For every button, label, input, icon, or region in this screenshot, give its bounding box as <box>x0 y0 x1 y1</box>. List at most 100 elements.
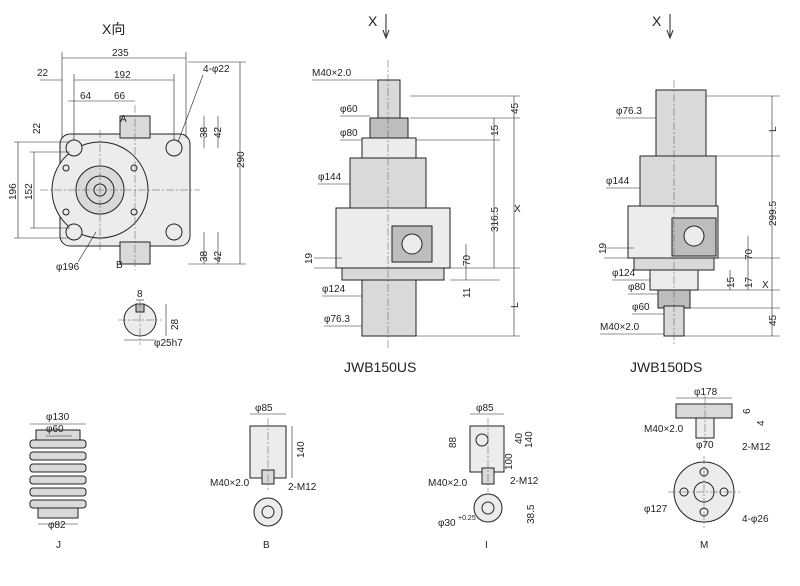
shaft-end-view: 8 28 φ25h7 <box>118 289 183 349</box>
detail-m: φ178 6 4 M40×2.0 φ70 2-M12 φ127 4-φ26 M <box>644 387 771 551</box>
i-phi30: φ30 <box>438 518 456 529</box>
us-model: JWB150US <box>344 359 416 375</box>
b-m12: 2-M12 <box>288 482 317 493</box>
i-block <box>469 425 505 473</box>
dim-64: 64 <box>80 91 92 102</box>
ds-17: 17 <box>744 276 755 288</box>
ds-19: 19 <box>598 242 609 254</box>
j-phi60: φ60 <box>46 424 64 435</box>
us-x: X <box>514 204 521 215</box>
ds-tube <box>655 89 707 157</box>
ds-70: 70 <box>744 248 755 260</box>
ds-299: 299.5 <box>768 201 779 226</box>
detail-i: φ85 88 100 40 140 M40×2.0 2-M12 φ30 +0.2… <box>428 403 539 551</box>
m-m40: M40×2.0 <box>644 424 684 435</box>
dim-38-bottom: 38 <box>199 250 210 262</box>
i-88: 88 <box>448 436 459 448</box>
m-4: 4 <box>756 420 767 426</box>
m-label: M <box>700 540 708 551</box>
dim-28: 28 <box>170 318 181 330</box>
us-lower-tube <box>361 279 417 337</box>
us-phi76: φ76.3 <box>324 314 350 325</box>
us-thread-rod <box>377 79 401 121</box>
dim-192: 192 <box>114 70 131 81</box>
ds-model: JWB150DS <box>630 359 702 375</box>
b-m40: M40×2.0 <box>210 478 250 489</box>
dim-290: 290 <box>236 151 247 168</box>
ds-phi124: φ124 <box>612 268 636 279</box>
m-m12: 2-M12 <box>742 442 771 453</box>
dim-phi196: φ196 <box>56 262 80 273</box>
detail-j: φ130 φ60 φ82 J <box>29 412 87 551</box>
ds-l: L <box>768 126 779 132</box>
us-45: 45 <box>510 102 521 114</box>
us-316: 316.5 <box>490 207 501 232</box>
us-input-shaft <box>401 233 423 255</box>
i-tol: +0.25 <box>458 515 476 522</box>
us-nut <box>369 117 409 141</box>
ds-view: X φ76.3 φ144 φ124 φ80 φ60 M40×2.0 L <box>598 13 780 375</box>
dim-42-top: 42 <box>213 126 224 138</box>
mount-hole-bl <box>65 223 83 241</box>
b-end-circle <box>253 497 283 527</box>
i-100: 100 <box>504 453 515 470</box>
dim-42-bottom: 42 <box>213 250 224 262</box>
dim-196-v: 196 <box>8 183 19 200</box>
i-m40: M40×2.0 <box>428 478 468 489</box>
dim-235: 235 <box>112 48 129 59</box>
ds-phi144: φ144 <box>606 176 630 187</box>
i-40: 40 <box>514 432 525 444</box>
bolt-hole <box>130 208 138 216</box>
i-385: 38.5 <box>526 504 537 524</box>
top-view: X向 235 192 22 64 66 4-φ22 <box>8 21 247 273</box>
us-arrow-label: X <box>368 13 378 29</box>
j-bottom-ring <box>37 507 79 519</box>
m-6: 6 <box>742 408 753 414</box>
ds-phi60: φ60 <box>632 302 650 313</box>
dim-38-top: 38 <box>199 126 210 138</box>
us-base-plate <box>341 267 445 281</box>
us-l: L <box>510 302 521 308</box>
ds-phi76: φ76.3 <box>616 106 642 117</box>
mount-hole-tl <box>65 139 83 157</box>
b-label: B <box>263 540 270 551</box>
detail-b: φ85 140 M40×2.0 2-M12 B <box>210 403 317 551</box>
i-phi85: φ85 <box>476 403 494 414</box>
bolt-hole <box>130 164 138 172</box>
ds-phi80: φ80 <box>628 282 646 293</box>
us-11: 11 <box>462 287 473 298</box>
us-cap <box>361 137 417 159</box>
dim-66: 66 <box>114 91 126 102</box>
dim-22: 22 <box>37 68 49 79</box>
label-a: A <box>120 114 127 125</box>
ds-upper-body <box>639 155 717 207</box>
dim-phi25h7: φ25h7 <box>154 338 183 349</box>
ds-m40: M40×2.0 <box>600 322 640 333</box>
b-phi85: φ85 <box>255 403 273 414</box>
bolt-hole <box>62 208 70 216</box>
j-bellows <box>29 499 87 509</box>
us-m40: M40×2.0 <box>312 68 352 79</box>
j-phi130: φ130 <box>46 412 70 423</box>
i-end-circle <box>473 493 503 523</box>
ds-45: 45 <box>768 314 779 326</box>
us-phi80: φ80 <box>340 128 358 139</box>
label-b: B <box>116 260 123 271</box>
us-19: 19 <box>304 252 315 264</box>
i-label: I <box>485 540 488 551</box>
ds-arrow-label: X <box>652 13 662 29</box>
m-holes: 4-φ26 <box>742 514 769 525</box>
m-phi127: φ127 <box>644 504 668 515</box>
ds-x: X <box>762 280 769 291</box>
bolt-hole <box>62 164 70 172</box>
us-phi124: φ124 <box>322 284 346 295</box>
b-140: 140 <box>296 441 307 458</box>
ds-15: 15 <box>726 276 737 288</box>
m-phi178: φ178 <box>694 387 718 398</box>
top-view-heading: X向 <box>102 21 125 37</box>
mount-hole-tr <box>165 139 183 157</box>
m-flange <box>675 403 733 419</box>
ds-input-shaft <box>683 225 705 247</box>
dim-8: 8 <box>137 289 143 300</box>
